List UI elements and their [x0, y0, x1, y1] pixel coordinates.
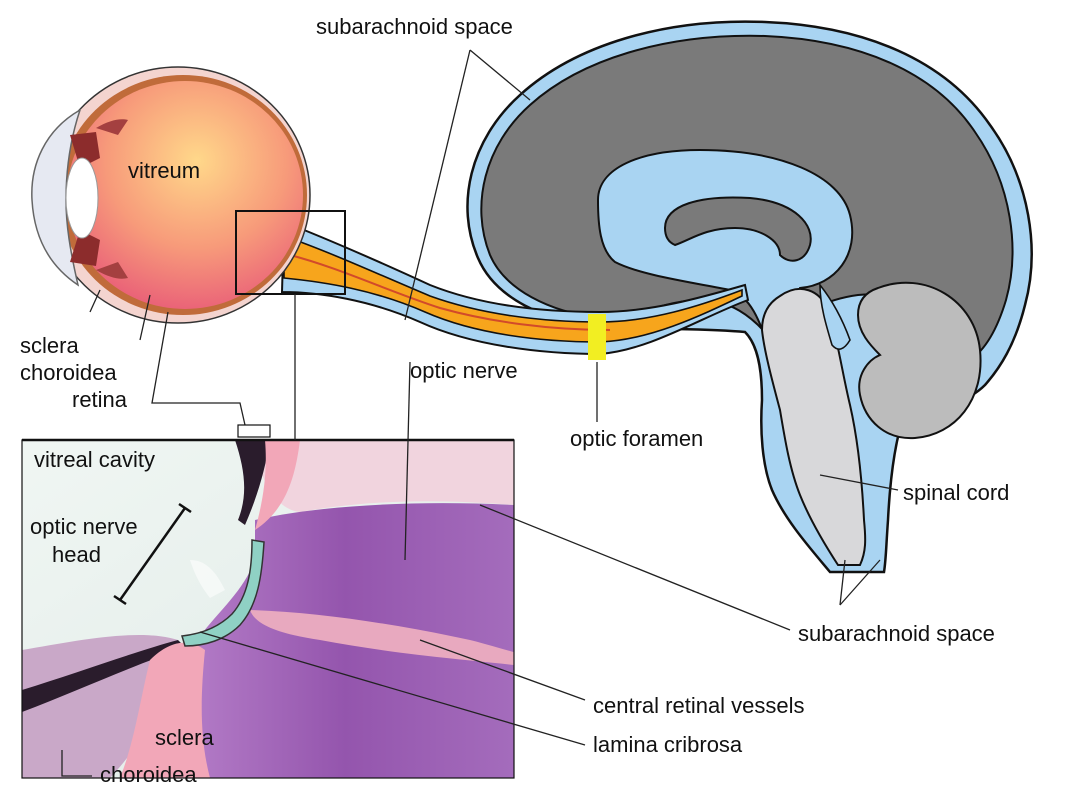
label-optic-nerve: optic nerve — [410, 358, 518, 383]
label-choroidea-eye: choroidea — [20, 360, 117, 385]
eye-vitreum — [67, 81, 303, 309]
histology-panel — [22, 440, 514, 778]
label-subarachnoid-space-top: subarachnoid space — [316, 14, 513, 39]
eye-lens — [66, 158, 98, 238]
label-retina: retina — [72, 387, 128, 412]
label-optic-foramen: optic foramen — [570, 426, 703, 451]
retina-pointer-box — [238, 425, 270, 437]
label-optic-nerve-head-line2: head — [52, 542, 101, 567]
label-central-retinal-vessels: central retinal vessels — [593, 693, 805, 718]
label-lamina-cribrosa: lamina cribrosa — [593, 732, 743, 757]
label-vitreal-cavity: vitreal cavity — [34, 447, 155, 472]
eye — [32, 67, 310, 323]
label-sclera-eye: sclera — [20, 333, 79, 358]
label-vitreum: vitreum — [128, 158, 200, 183]
label-choroidea-histology: choroidea — [100, 762, 197, 787]
label-subarachnoid-space-bottom: subarachnoid space — [798, 621, 995, 646]
label-spinal-cord: spinal cord — [903, 480, 1009, 505]
label-sclera-histology: sclera — [155, 725, 214, 750]
optic-foramen-marker — [588, 314, 606, 360]
label-optic-nerve-head-line1: optic nerve — [30, 514, 138, 539]
